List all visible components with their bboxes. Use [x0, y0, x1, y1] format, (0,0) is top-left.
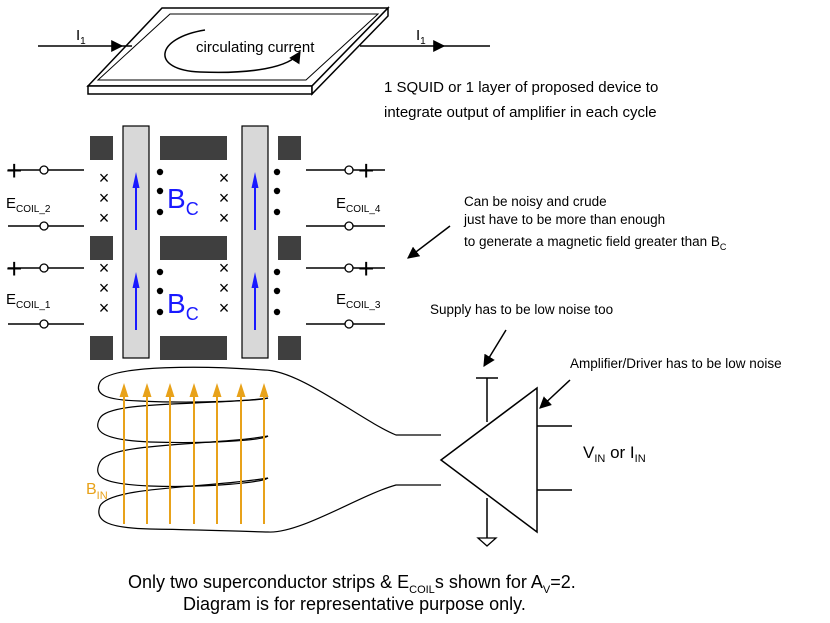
- bc-label-bottom: BC: [167, 288, 199, 324]
- coil-block: [90, 336, 113, 360]
- amp-note-arrow: [539, 379, 571, 409]
- coil-block: [90, 236, 113, 260]
- cross-marker: ×: [219, 278, 230, 298]
- ecoil4-terminals: [306, 165, 385, 231]
- dot-marker: [156, 208, 164, 216]
- dot-marker: [156, 187, 164, 195]
- coil-note-line3: to generate a magnetic field greater tha…: [464, 234, 727, 252]
- field-arrow: [251, 172, 259, 230]
- superconductor-strip-left: [122, 125, 150, 359]
- ecoil4-label: ECOIL_4: [336, 195, 381, 215]
- field-arrow-head: [132, 272, 140, 288]
- ecoil1-label: ECOIL_1: [6, 291, 51, 311]
- cross-marker: ×: [99, 278, 110, 298]
- coil-block: [160, 136, 227, 160]
- field-arrows: [132, 172, 259, 330]
- cross-marker: ×: [219, 208, 230, 228]
- field-arrow-head: [251, 172, 259, 188]
- cross-marker: ×: [219, 298, 230, 318]
- bin-label: BIN: [86, 481, 108, 502]
- caption-line2: Diagram is for representative purpose on…: [183, 594, 526, 614]
- coil-block: [278, 336, 301, 360]
- dot-marker: [273, 187, 281, 195]
- current-out-label: I1: [416, 27, 426, 47]
- bin-arrow: [119, 383, 129, 524]
- cross-dot-markers: ××××××××××××: [99, 168, 281, 318]
- ecoil4-plus: +: [358, 155, 374, 186]
- bin-arrow-head: [259, 383, 269, 397]
- coil-block: [90, 136, 113, 160]
- supply-note-arrow: [483, 329, 507, 368]
- field-arrow: [132, 172, 140, 230]
- bin-arrow-head: [212, 383, 222, 397]
- current-in-label: I1: [76, 27, 86, 47]
- output-coil: [97, 366, 441, 533]
- supply-note: Supply has to be low noise too: [430, 302, 613, 317]
- coil-note-line1: Can be noisy and crude: [464, 194, 607, 209]
- ecoil2-plus: +: [6, 155, 22, 186]
- cross-marker: ×: [99, 258, 110, 278]
- dot-marker: [156, 308, 164, 316]
- bin-arrow: [165, 383, 175, 524]
- ecoil3-plus: +: [358, 253, 374, 284]
- dot-marker: [156, 168, 164, 176]
- dot-marker: [156, 268, 164, 276]
- coil-block: [160, 336, 227, 360]
- cross-marker: ×: [219, 188, 230, 208]
- dot-marker: [273, 268, 281, 276]
- squid-note-line2: integrate output of amplifier in each cy…: [384, 104, 657, 121]
- bin-arrow: [236, 383, 246, 524]
- ecoil2-label: ECOIL_2: [6, 195, 51, 215]
- bin-arrow-head: [142, 383, 152, 397]
- bin-arrow-head: [189, 383, 199, 397]
- dot-marker: [273, 208, 281, 216]
- ecoil3-terminals: [306, 263, 385, 329]
- field-arrow: [251, 272, 259, 330]
- cross-marker: ×: [219, 258, 230, 278]
- coil-note-line2: just have to be more than enough: [463, 212, 665, 227]
- bin-arrow: [189, 383, 199, 524]
- circulating-current-arrow: [164, 29, 301, 74]
- cross-marker: ×: [99, 168, 110, 188]
- ecoil2-terminals: [8, 165, 84, 231]
- ecoil1-plus: +: [6, 253, 22, 284]
- squid-plate: [86, 6, 390, 96]
- bin-arrows: [119, 383, 269, 524]
- ecoil1-terminals: [8, 263, 84, 329]
- amplifier: [439, 377, 572, 547]
- bin-arrow-head: [165, 383, 175, 397]
- dot-marker: [156, 287, 164, 295]
- bin-arrow-head: [236, 383, 246, 397]
- bin-arrow: [212, 383, 222, 524]
- amp-note: Amplifier/Driver has to be low noise: [570, 356, 782, 371]
- coil-note-arrow: [407, 225, 451, 259]
- dot-marker: [273, 287, 281, 295]
- field-arrow-head: [251, 272, 259, 288]
- dot-marker: [273, 308, 281, 316]
- circulating-current-label: circulating current: [196, 39, 315, 56]
- input-label: VIN or IIN: [583, 443, 646, 465]
- bin-arrow-head: [119, 383, 129, 397]
- dot-marker: [273, 168, 281, 176]
- bc-label-top: BC: [167, 183, 199, 219]
- bin-arrow: [259, 383, 269, 524]
- caption-line1: Only two superconductor strips & ECOILs …: [128, 572, 576, 596]
- cross-marker: ×: [99, 208, 110, 228]
- bin-arrow: [142, 383, 152, 524]
- field-arrow-head: [132, 172, 140, 188]
- coil-block: [278, 136, 301, 160]
- cross-marker: ×: [219, 168, 230, 188]
- ecoil3-label: ECOIL_3: [336, 291, 381, 311]
- squid-note-line1: 1 SQUID or 1 layer of proposed device to: [384, 79, 658, 96]
- coil-blocks: [90, 136, 301, 360]
- cross-marker: ×: [99, 188, 110, 208]
- field-arrow: [132, 272, 140, 330]
- coil-block: [278, 236, 301, 260]
- coil-block: [160, 236, 227, 260]
- cross-marker: ×: [99, 298, 110, 318]
